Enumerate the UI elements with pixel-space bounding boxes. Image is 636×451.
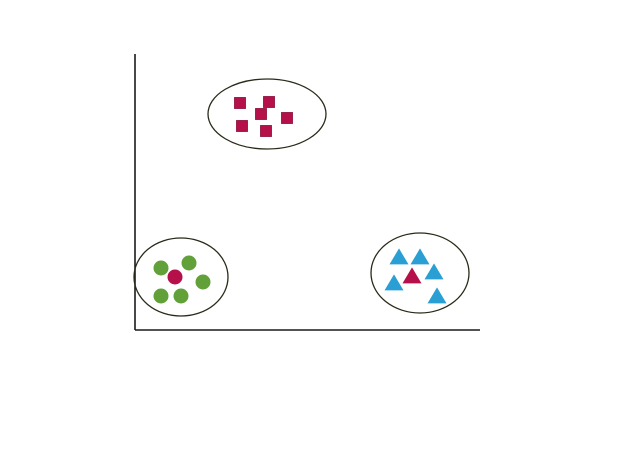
- cluster-bottom-right-blue-triangle-marker: [384, 274, 404, 291]
- cluster-bottom-right-blue-triangle-marker: [410, 248, 430, 265]
- cluster-bottom-left-green-circle-marker: [173, 288, 189, 304]
- cluster-top-crimson-square-marker: [236, 120, 248, 132]
- cluster-bottom-right-crimson-triangle-marker: [402, 267, 422, 284]
- cluster-bottom-left-green-circle-marker: [153, 260, 169, 276]
- cluster-bottom-left-crimson-circle-marker: [167, 269, 183, 285]
- cluster-top-crimson-square-marker: [234, 97, 246, 109]
- cluster-top-crimson-square-marker: [281, 112, 293, 124]
- cluster-top-outline: [207, 78, 327, 150]
- cluster-bottom-right-blue-triangle-marker: [427, 287, 447, 304]
- cluster-bottom-left-green-circle-marker: [153, 288, 169, 304]
- cluster-markers: [153, 96, 447, 304]
- cluster-top-crimson-square-marker: [260, 125, 272, 137]
- cluster-bottom-left-outline: [133, 237, 229, 317]
- cluster-bottom-left-green-circle-marker: [195, 274, 211, 290]
- cluster-top-crimson-square-marker: [263, 96, 275, 108]
- cluster-top-crimson-square-marker: [255, 108, 267, 120]
- cluster-bottom-right-blue-triangle-marker: [389, 248, 409, 265]
- cluster-bottom-right-blue-triangle-marker: [424, 263, 444, 280]
- cluster-bottom-right-outline: [370, 232, 470, 314]
- cluster-bottom-left-green-circle-marker: [181, 255, 197, 271]
